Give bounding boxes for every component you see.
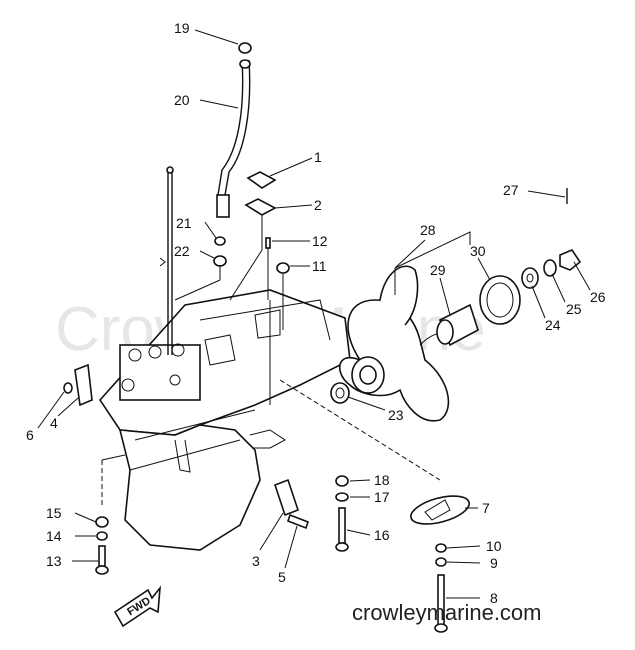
part-number: 10 xyxy=(486,538,502,554)
washer-23 xyxy=(330,382,350,404)
part-number: 2 xyxy=(314,197,322,213)
part-number-labels: 19 20 1 2 21 22 12 11 27 28 29 30 26 25 … xyxy=(26,20,606,606)
part-number: 4 xyxy=(50,415,58,431)
bolt-stack-16-18 xyxy=(335,475,349,552)
part-number: 17 xyxy=(374,489,390,505)
prop-hardware xyxy=(521,188,582,289)
lower-casing xyxy=(98,289,351,551)
part-number: 28 xyxy=(420,222,436,238)
website-link[interactable]: crowleymarine.com xyxy=(352,600,542,625)
leader-lines xyxy=(37,29,591,599)
part-number: 14 xyxy=(46,528,62,544)
bolt-stack-13-15 xyxy=(95,454,126,575)
part-number: 22 xyxy=(174,243,190,259)
part-number: 29 xyxy=(430,262,446,278)
part-number: 27 xyxy=(503,182,519,198)
part-number: 9 xyxy=(490,555,498,571)
part-number: 18 xyxy=(374,472,390,488)
part-number: 24 xyxy=(545,317,561,333)
part-number: 25 xyxy=(566,301,582,317)
part-number: 6 xyxy=(26,427,34,443)
anode-4 xyxy=(63,363,93,407)
part-number: 20 xyxy=(174,92,190,108)
part-number: 13 xyxy=(46,553,62,569)
pin-bolt-11-12 xyxy=(265,237,441,481)
part-number: 21 xyxy=(176,215,192,231)
part-number: 3 xyxy=(252,553,260,569)
part-number: 30 xyxy=(470,243,486,259)
part-number: 11 xyxy=(312,258,327,274)
trim-tab-7 xyxy=(410,495,470,633)
water-tube xyxy=(216,42,252,218)
part-number: 5 xyxy=(278,569,286,585)
part-number: 12 xyxy=(312,233,328,249)
shift-rod xyxy=(159,166,174,355)
part-number: 8 xyxy=(490,590,498,606)
fwd-arrow: FWD xyxy=(113,585,162,628)
anode-3 xyxy=(273,478,309,530)
part-number: 7 xyxy=(482,500,490,516)
propeller xyxy=(338,265,451,422)
spacer-29 xyxy=(436,303,479,347)
seals-1-2 xyxy=(229,171,277,301)
part-number: 19 xyxy=(174,20,190,36)
part-number: 23 xyxy=(388,407,404,423)
part-number: 16 xyxy=(374,527,390,543)
grommets-21-22 xyxy=(174,236,227,301)
prop-assembly-bracket xyxy=(394,231,471,295)
ring-30 xyxy=(479,275,521,325)
part-number: 1 xyxy=(314,149,322,165)
part-number: 15 xyxy=(46,505,62,521)
part-number: 26 xyxy=(590,289,606,305)
